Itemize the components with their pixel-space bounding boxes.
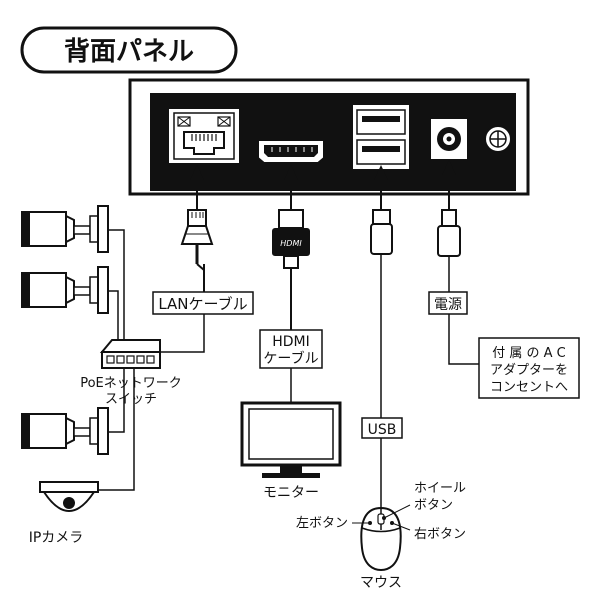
wheel-button-label-line1: ホイール [414, 481, 466, 496]
dome-camera-icon [39, 481, 99, 512]
poe-switch-label-line2: スイッチ [105, 392, 157, 407]
lan-connector [180, 209, 214, 292]
hdmi-arrow [284, 165, 298, 180]
connection-arrows [190, 160, 456, 210]
hdmi-plug-text: HDMI [280, 239, 302, 248]
lan-port [167, 107, 241, 165]
lan-arrow [190, 165, 204, 180]
bullet-camera-icon [21, 266, 109, 314]
usb-arrow [374, 165, 388, 180]
mouse-callouts [352, 504, 411, 531]
ac-adapter-note-line1: 付 属 の A C [492, 346, 566, 361]
poe-switch-icon [99, 339, 161, 369]
hdmi-cable-label-line1: HDMI [272, 334, 310, 350]
page-title: 背面パネル [64, 37, 194, 67]
usb-ports [351, 103, 411, 171]
power-label-box: 電源 [428, 291, 468, 315]
hdmi-cable-label-line2: ケーブル [263, 350, 318, 367]
ground-screw-icon [484, 125, 512, 153]
usb-connector [370, 209, 393, 420]
power-cable-to-adapter-note [448, 314, 479, 365]
hdmi-cable-label-box: HDMI ケーブル [259, 329, 323, 369]
monitor-label: モニター [263, 485, 319, 501]
title-badge: 背面パネル [20, 26, 238, 74]
bullet-camera-icon [21, 205, 109, 253]
mouse-label: マウス [360, 575, 402, 591]
rear-panel [128, 78, 530, 196]
usb-label: USB [368, 422, 397, 438]
ip-camera-label: IPカメラ [29, 530, 84, 546]
usb-label-box: USB [361, 417, 403, 439]
mouse-icon [360, 506, 402, 572]
right-button-label: 右ボタン [414, 527, 466, 542]
lan-cable-label-box: LANケーブル [152, 291, 254, 315]
bullet-camera-icon [21, 407, 109, 455]
monitor-icon [240, 401, 342, 478]
poe-switch-label-line1: PoEネットワーク [80, 376, 182, 391]
camera-wiring [98, 229, 135, 491]
power-connector [437, 209, 461, 294]
dc-power-jack [429, 117, 469, 161]
power-arrow [442, 160, 456, 175]
title-pill [20, 26, 238, 74]
lan-cable-label: LANケーブル [158, 295, 247, 313]
hdmi-port [257, 139, 325, 164]
left-button-label: 左ボタン [296, 516, 348, 531]
ac-adapter-note-line3: コンセントへ [490, 380, 568, 395]
power-label: 電源 [434, 297, 462, 313]
hdmi-connector: HDMI [272, 209, 310, 330]
ac-adapter-note-line2: アダプターを [490, 363, 568, 378]
wheel-button-label-line2: ボタン [414, 498, 453, 513]
ac-adapter-note-box: 付 属 の A C アダプターを コンセントへ [478, 337, 580, 399]
lan-cable-to-switch [156, 314, 205, 353]
mouse-callout-dots [368, 516, 394, 525]
